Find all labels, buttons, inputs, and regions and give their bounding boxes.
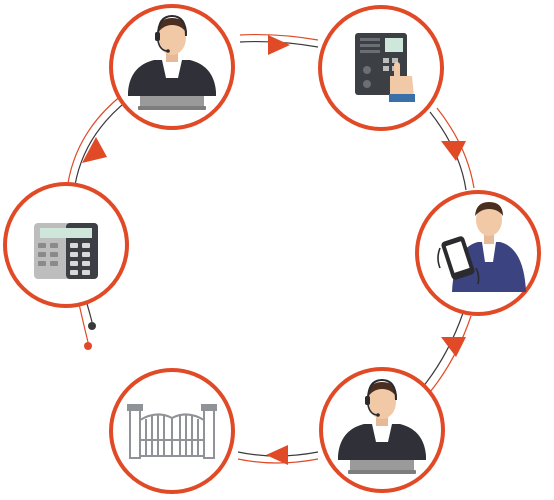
node-intercom-panel xyxy=(318,5,444,131)
node-phone-user xyxy=(415,190,541,316)
node-gate xyxy=(109,368,235,494)
smartphone-user-icon xyxy=(437,202,526,292)
node-operator-bottom xyxy=(319,367,445,493)
intercom-keypad-icon xyxy=(355,33,415,102)
arrow-top xyxy=(268,35,290,55)
arrow-lower-right xyxy=(441,337,466,357)
arrow-bottom xyxy=(266,445,288,465)
arrow-upper-left xyxy=(82,137,107,163)
node-alarm-keypad xyxy=(3,182,129,308)
node-operator-top xyxy=(109,4,235,130)
arrow-upper-right xyxy=(441,141,466,161)
connector-lower-right xyxy=(421,312,472,393)
gate-icon xyxy=(127,404,217,459)
connector-upper-left xyxy=(67,94,129,186)
alarm-keypad-icon xyxy=(34,223,98,279)
